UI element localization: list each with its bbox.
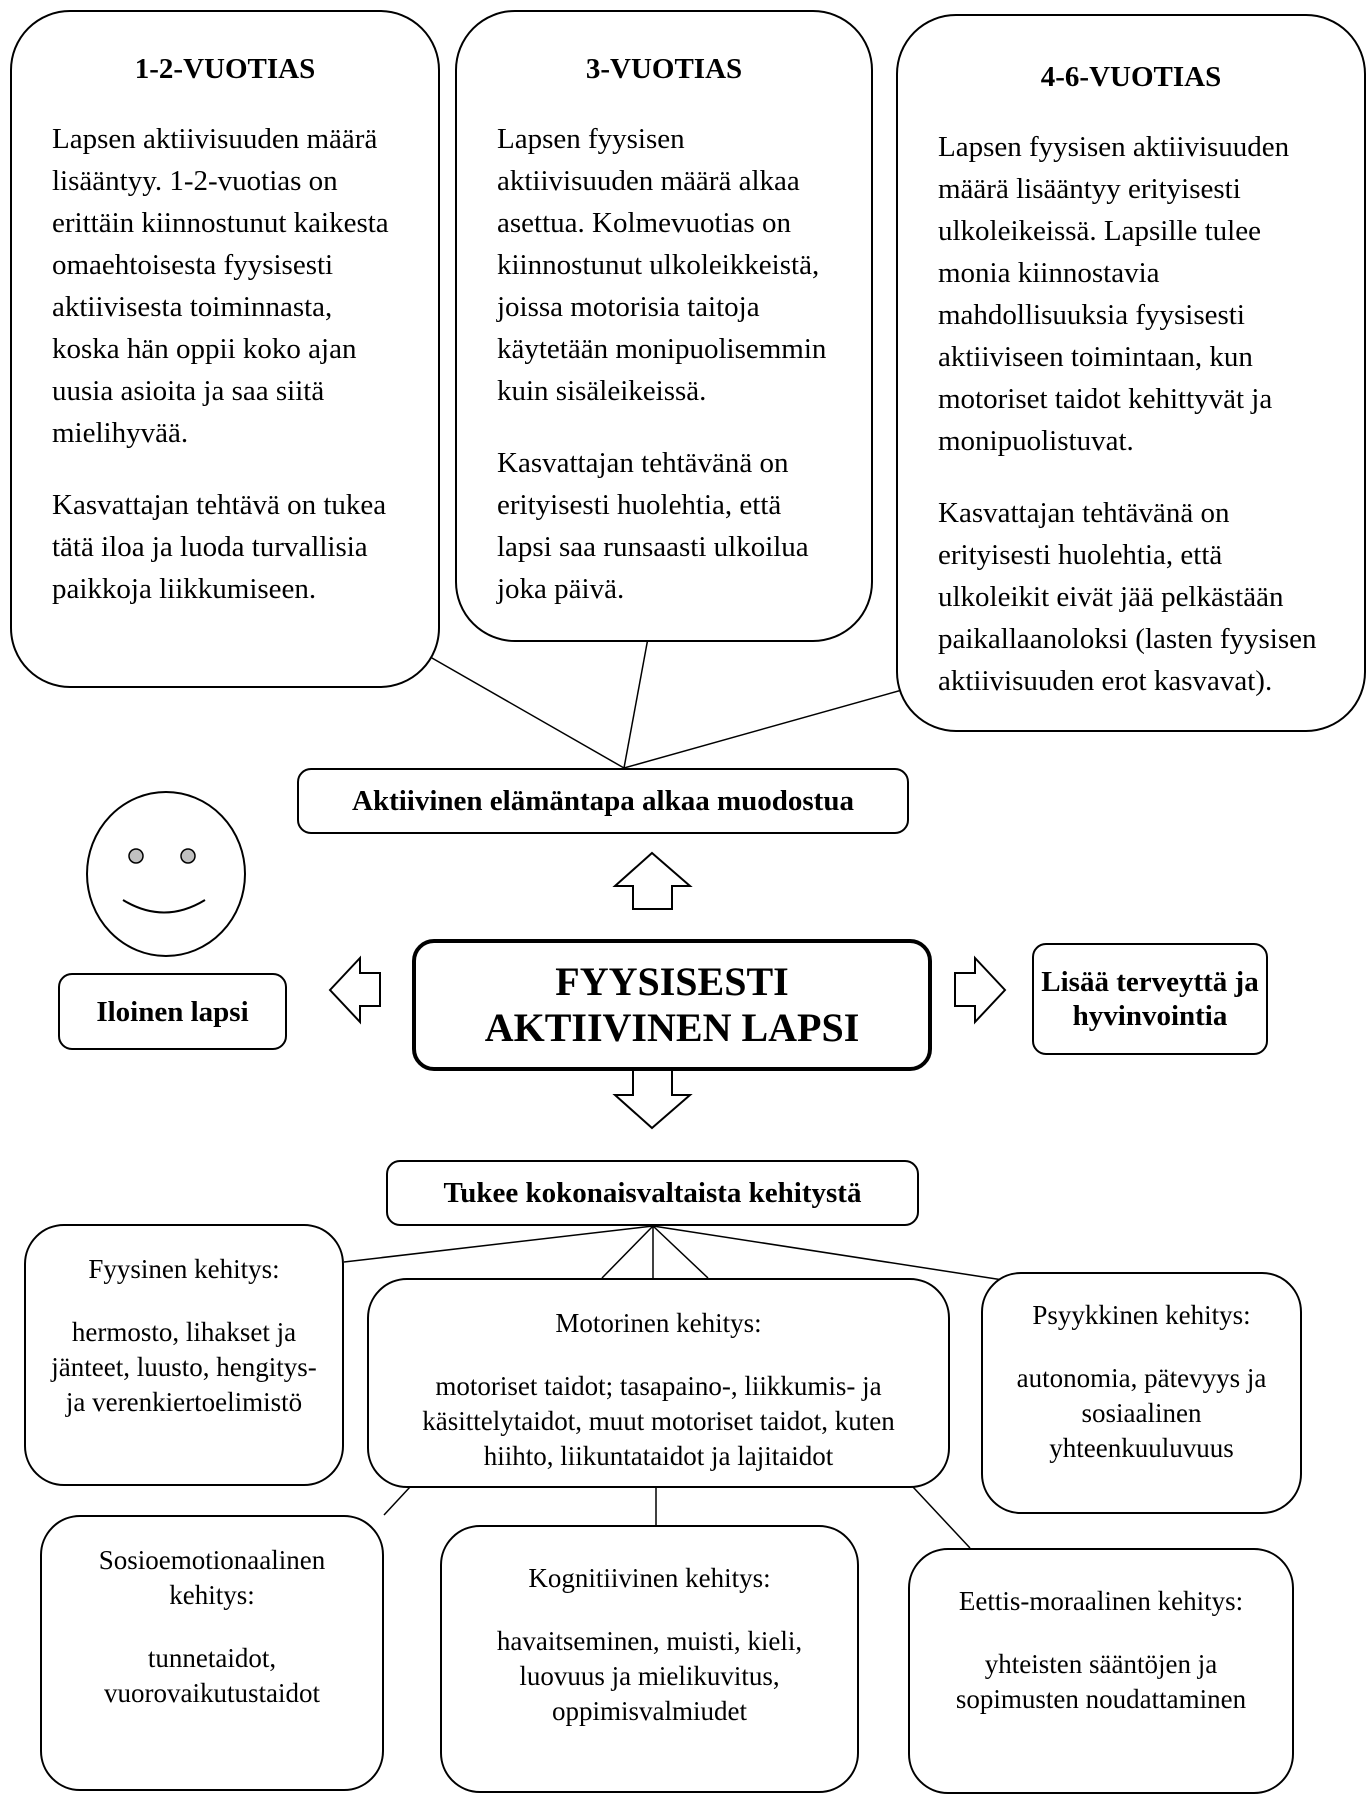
connector-motor-a — [601, 1225, 654, 1279]
arrow-down-icon — [612, 1069, 693, 1130]
development-text: hermosto, lihakset ja jänteet, luusto, h… — [51, 1317, 317, 1417]
connector-physical — [343, 1225, 654, 1263]
arrow-left-icon — [328, 955, 381, 1025]
connector-age-3 — [623, 637, 649, 769]
development-text: motoriset taidot; tasapaino-, liikkumis-… — [422, 1371, 895, 1471]
center-box: FYYSISESTI AKTIIVINEN LAPSI — [412, 939, 932, 1071]
age-title: 4-6-VUOTIAS — [1040, 61, 1222, 93]
development-text: havaitseminen, muisti, kieli, luovuus ja… — [496, 1626, 803, 1726]
holistic-development-box: Tukee kokonaisvaltaista kehitystä — [386, 1160, 919, 1226]
active-lifestyle-label: Aktiivinen elämäntapa alkaa muodostua — [352, 785, 854, 817]
development-title: Sosioemotionaalinen kehitys: — [98, 1545, 326, 1610]
development-text: autonomia, pätevyys ja sosiaalinen yhtee… — [1016, 1363, 1267, 1463]
development-title: Motorinen kehitys: — [555, 1308, 762, 1338]
age-educator-task: Kasvattajan tehtävänä on erityisesti huo… — [497, 447, 809, 605]
connector-age-1-2 — [417, 649, 625, 769]
connector-motor-c — [652, 1225, 709, 1279]
development-title: Eettis-moraalinen kehitys: — [958, 1586, 1244, 1616]
health-label: Lisää terveyttä ja hyvinvointia — [1041, 966, 1259, 1032]
age-title: 3-VUOTIAS — [585, 53, 743, 85]
center-label: FYYSISESTI AKTIIVINEN LAPSI — [484, 959, 860, 1050]
development-title: Psyykkinen kehitys: — [1032, 1300, 1251, 1330]
development-title: Fyysinen kehitys: — [88, 1254, 280, 1284]
health-box: Lisää terveyttä ja hyvinvointia — [1032, 943, 1268, 1055]
arrow-up-icon — [612, 851, 693, 910]
development-text: tunnetaidot, vuorovaikutustaidot — [104, 1643, 320, 1708]
motor-development-box: Motorinen kehitys: motoriset taidot; tas… — [367, 1278, 950, 1488]
development-text: yhteisten sääntöjen ja sopimusten noudat… — [955, 1649, 1247, 1714]
smiley-face-icon — [86, 791, 246, 957]
age-box-3: 3-VUOTIAS Lapsen fyysisen aktiivisuuden … — [455, 10, 873, 642]
ethical-moral-development-box: Eettis-moraalinen kehitys: yhteisten sää… — [908, 1548, 1294, 1794]
age-educator-task: Kasvattajan tehtävä on tukea tätä iloa j… — [52, 489, 387, 605]
arrow-right-icon — [954, 955, 1007, 1025]
happy-child-box: Iloinen lapsi — [58, 973, 287, 1050]
age-box-4-6: 4-6-VUOTIAS Lapsen fyysisen aktiivisuude… — [896, 14, 1366, 732]
age-description: Lapsen aktiivisuuden määrä lisääntyy. 1-… — [52, 123, 389, 449]
age-educator-task: Kasvattajan tehtävänä on erityisesti huo… — [938, 497, 1317, 697]
connector-socio — [383, 1486, 411, 1516]
connector-ethical — [912, 1486, 971, 1549]
connector-age-4-6 — [623, 689, 903, 769]
cognitive-development-box: Kognitiivinen kehitys: havaitseminen, mu… — [440, 1525, 859, 1793]
holistic-development-label: Tukee kokonaisvaltaista kehitystä — [443, 1177, 862, 1209]
psychic-development-box: Psyykkinen kehitys: autonomia, pätevyys … — [981, 1272, 1302, 1514]
age-title: 1-2-VUOTIAS — [134, 53, 316, 85]
active-lifestyle-box: Aktiivinen elämäntapa alkaa muodostua — [297, 768, 909, 834]
happy-child-label: Iloinen lapsi — [96, 995, 249, 1028]
age-description: Lapsen fyysisen aktiivisuuden määrä lisä… — [938, 131, 1290, 457]
age-box-1-2: 1-2-VUOTIAS Lapsen aktiivisuuden määrä l… — [10, 10, 440, 688]
age-description: Lapsen fyysisen aktiivisuuden määrä alka… — [497, 123, 827, 407]
connector-psychic — [652, 1225, 1004, 1281]
socioemotional-development-box: Sosioemotionaalinen kehitys: tunnetaidot… — [40, 1515, 384, 1791]
physical-development-box: Fyysinen kehitys: hermosto, lihakset ja … — [24, 1224, 344, 1486]
development-title: Kognitiivinen kehitys: — [528, 1563, 771, 1593]
